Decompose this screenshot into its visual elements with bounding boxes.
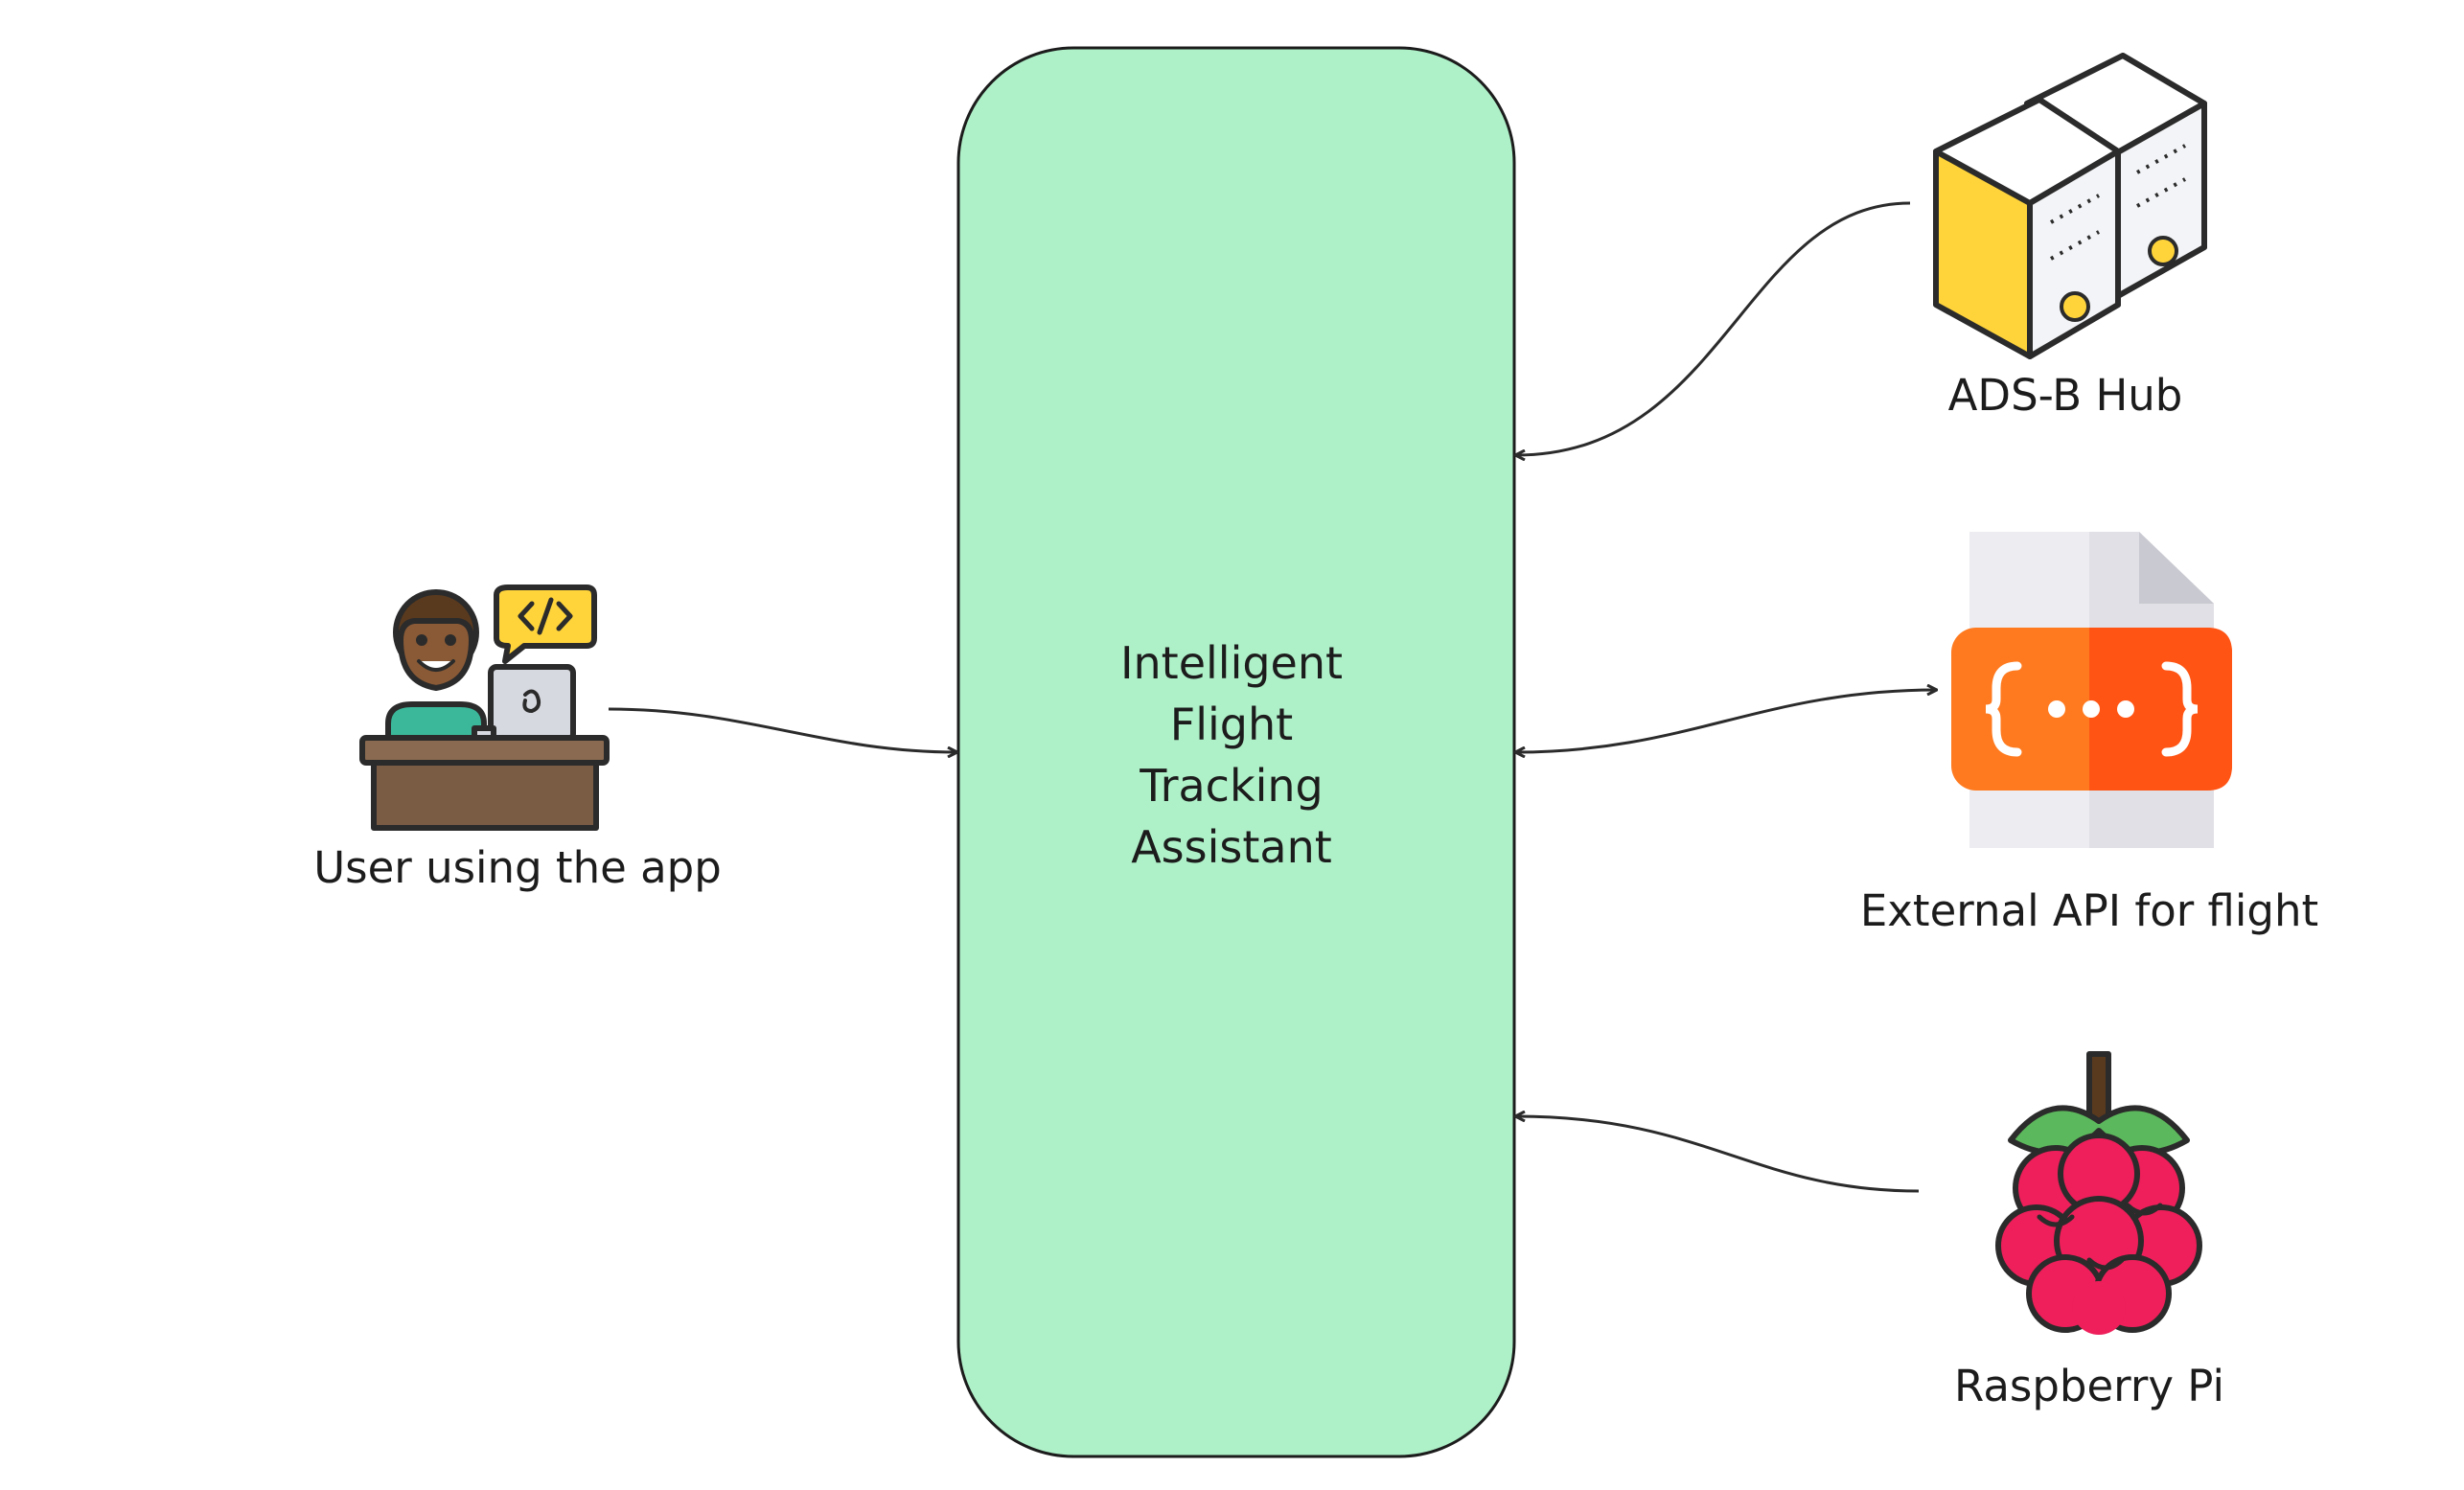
assistant-label-line-2: Flight (1169, 699, 1294, 750)
edge-user-to-assistant (608, 707, 956, 752)
assistant-node-label: Intelligent Flight Tracking Assistant (963, 632, 1500, 878)
raspberry-pi-icon (1995, 1051, 2202, 1335)
pi-node-label: Raspberry Pi (1954, 1361, 2224, 1411)
edge-pi-to-assistant (1516, 1116, 1920, 1193)
assistant-label-line-1: Intelligent (1119, 637, 1344, 689)
adsb-node-label: ADS-B Hub (1947, 370, 2183, 421)
edge-api-assistant-bidirectional (1516, 690, 1936, 752)
api-node-label: External API for flight (1859, 885, 2319, 936)
api-document-icon (1951, 532, 2232, 848)
assistant-label-line-4: Assistant (1131, 821, 1332, 873)
edge-adsb-to-assistant (1516, 201, 1911, 455)
assistant-label-line-3: Tracking (1140, 760, 1324, 812)
server-stack-icon (1933, 53, 2207, 359)
user-node-label: User using the app (313, 842, 722, 893)
user-at-laptop-icon (359, 585, 610, 831)
